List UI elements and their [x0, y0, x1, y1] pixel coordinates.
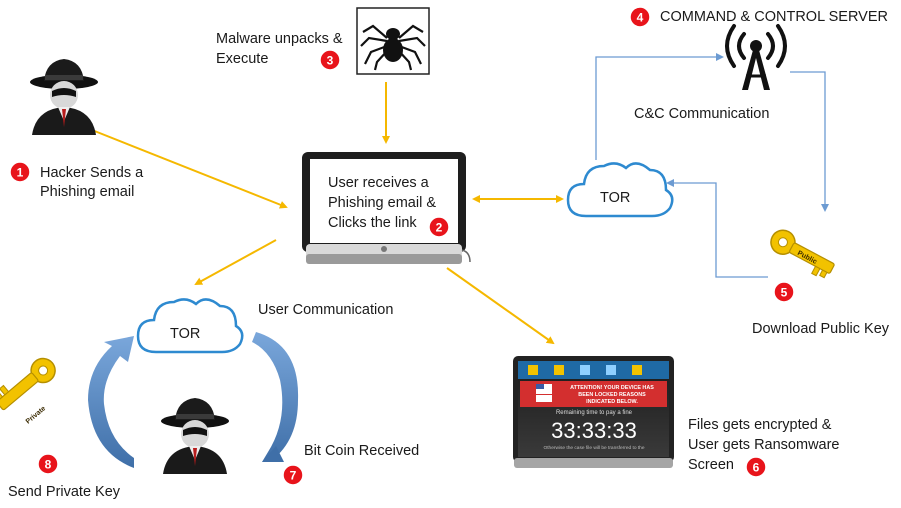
- step-badge-3: 3: [319, 49, 341, 71]
- line-key-to-tor: [666, 179, 768, 278]
- bitcoin-received-label: Bit Coin Received: [304, 443, 419, 459]
- curve-private-key-arrow: [88, 336, 134, 468]
- exchange-curves: [88, 332, 299, 468]
- step-badge-8: 8: [37, 453, 59, 475]
- step-badge-1: 1: [9, 161, 31, 183]
- line-cc-to-key: [790, 71, 829, 212]
- user-communication-label: User Communication: [258, 302, 393, 318]
- svg-text:3: 3: [327, 54, 334, 68]
- ransom-attention-line2: BEEN LOCKED REASONS: [578, 392, 646, 398]
- arrow-user-to-laptop: [446, 267, 555, 345]
- files-label-line2: User gets Ransomware: [688, 437, 840, 453]
- spider-icon: [356, 7, 430, 75]
- step-badge-5: 5: [773, 281, 795, 303]
- step-badge-4: 4: [629, 6, 651, 28]
- cloud-icon: [566, 162, 674, 218]
- svg-text:7: 7: [290, 469, 297, 483]
- cloud-icon: [136, 298, 244, 354]
- cc-communication-label: C&C Communication: [634, 106, 769, 122]
- files-label-line1: Files gets encrypted &: [688, 417, 832, 433]
- hacker-icon: [161, 398, 229, 474]
- curve-bitcoin-arrow: [252, 332, 299, 462]
- user-label-line3: Clicks the link: [328, 215, 417, 231]
- ransom-remaining-time: Remaining time to pay a fine: [556, 410, 633, 416]
- svg-text:5: 5: [781, 286, 788, 300]
- hacker-icon: [30, 59, 98, 135]
- svg-text:8: 8: [45, 458, 52, 472]
- download-public-key-label: Download Public Key: [752, 321, 890, 337]
- cc-server-label: COMMAND & CONTROL SERVER: [660, 9, 888, 25]
- tor-right-label: TOR: [600, 190, 630, 206]
- ransom-footer: Otherwise the case file will be transfer…: [543, 445, 644, 451]
- line-tor-to-cc: [595, 53, 724, 160]
- files-label-line3: Screen: [688, 457, 734, 473]
- ransom-attention-line3: INDICATED BELOW.: [586, 399, 638, 405]
- ransom-timer: 33:33:33: [551, 418, 637, 443]
- tor-left-label: TOR: [170, 326, 200, 342]
- user-label-line2: Phishing email &: [328, 195, 436, 211]
- malware-label-line1: Malware unpacks &: [216, 31, 343, 47]
- laptop-icon: [513, 356, 674, 468]
- arrow-hacker-to-user: [91, 129, 288, 209]
- hacker-label-line1: Hacker Sends a: [40, 165, 144, 181]
- step-badge-6: 6: [745, 456, 767, 478]
- cc-lines: [595, 53, 829, 278]
- svg-text:1: 1: [17, 166, 24, 180]
- flow-arrows: [91, 82, 564, 345]
- key-icon: [0, 357, 56, 411]
- user-label-line1: User receives a: [328, 175, 430, 191]
- svg-text:2: 2: [436, 221, 443, 235]
- arrow-user-to-tor-left: [194, 239, 277, 285]
- svg-text:6: 6: [753, 461, 760, 475]
- step-badge-7: 7: [282, 464, 304, 486]
- svg-text:4: 4: [637, 11, 644, 25]
- key-icon: Public: [770, 229, 835, 279]
- private-key-tag: Private: [25, 405, 47, 425]
- ransom-attention-line1: ATTENTION! YOUR DEVICE HAS: [570, 385, 654, 391]
- antenna-tower-icon: [725, 24, 787, 90]
- hacker-label-line2: Phishing email: [40, 184, 134, 200]
- send-private-key-label: Send Private Key: [8, 484, 121, 500]
- step-badge-2: 2: [428, 216, 450, 238]
- malware-label-line2: Execute: [216, 51, 268, 67]
